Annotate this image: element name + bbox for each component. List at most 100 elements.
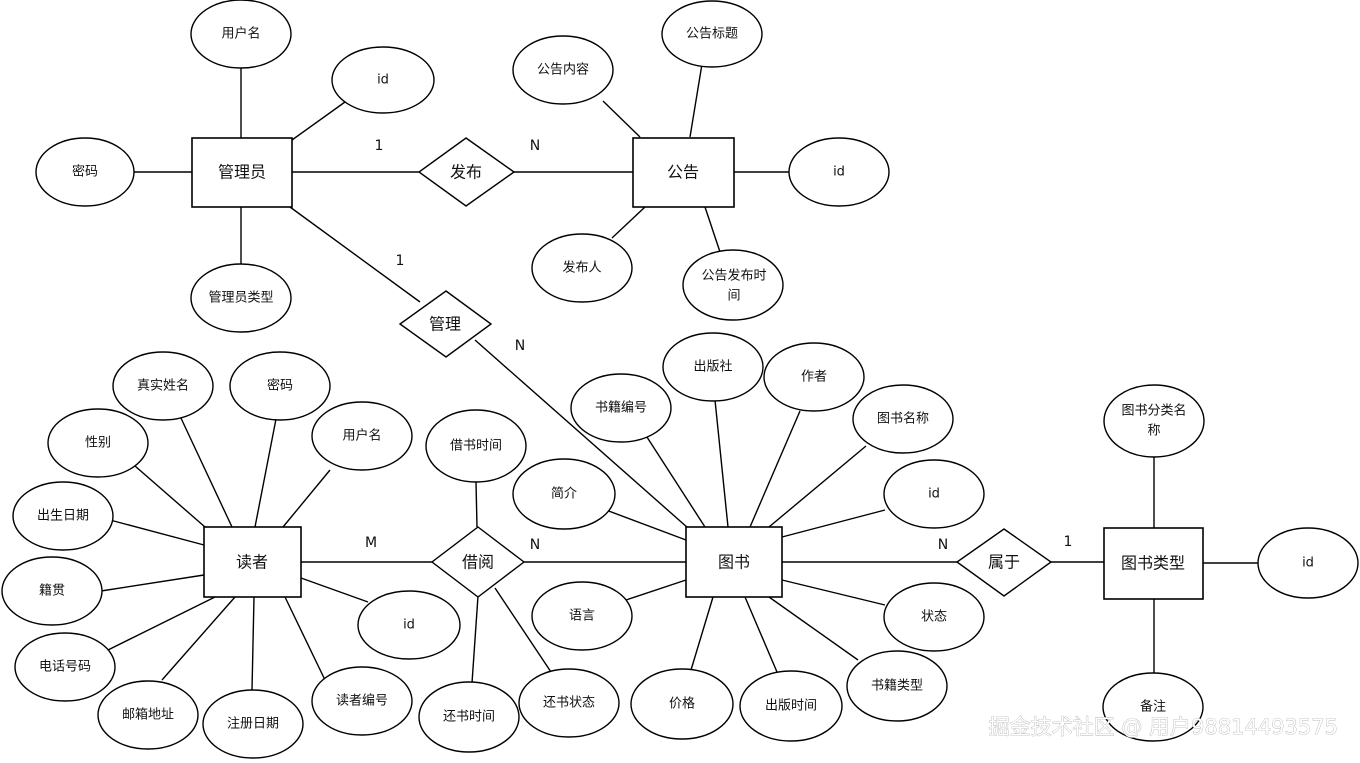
attr-reader-native (1, 556, 103, 626)
relationship-borrow: 借阅 (462, 553, 494, 572)
attr-label: id (833, 165, 845, 180)
attr-book-no (570, 373, 672, 443)
attr-label: 邮箱地址 (122, 707, 174, 723)
attr-label: 书籍编号 (595, 400, 647, 416)
attr-reader-realname (112, 351, 214, 421)
cardinality-label: N (530, 537, 540, 553)
relationship-shapes (398, 137, 1053, 598)
attr-label: 出生日期 (37, 509, 89, 524)
attr-type-remark (1102, 672, 1204, 742)
relationship-publish-diamond (417, 137, 516, 207)
attr-label: 语言 (569, 609, 595, 624)
attr-admin-username (190, 0, 292, 69)
attr-label: 密码 (72, 164, 98, 180)
attr-reader-no (311, 666, 413, 736)
entity-shapes (191, 137, 1204, 600)
attr-label: 作者 (801, 370, 827, 385)
attr-label: 密码 (267, 378, 293, 394)
attr-label: 出版时间 (765, 699, 817, 714)
attr-type-name (1103, 384, 1205, 458)
attr-label: 管理员类型 (208, 291, 273, 306)
attr-label: 用户名 (342, 428, 381, 444)
cardinality-label: M (365, 535, 377, 551)
attr-label: 读者编号 (336, 694, 388, 709)
relationship-manage-diamond (398, 290, 493, 358)
attr-label: 书籍类型 (871, 678, 923, 694)
entity-reader: 读者 (236, 553, 268, 572)
attr-label-line2: 间 (727, 289, 740, 304)
attr-label: 价格 (669, 696, 695, 712)
entity-admin-box (191, 137, 293, 208)
attr-type-id (1257, 527, 1359, 599)
attr-label: id (403, 618, 415, 633)
attr-reader-phone (14, 632, 116, 702)
attr-label-line2: 称 (1147, 424, 1160, 439)
attr-label: 状态 (921, 610, 947, 625)
attr-label: 还书时间 (443, 710, 495, 725)
cardinality-label: 1 (375, 138, 384, 154)
attr-reader-email (97, 680, 199, 750)
attr-notice-id (788, 137, 890, 207)
entity-notice: 公告 (667, 163, 699, 182)
attr-book-language (531, 581, 633, 651)
attr-label: 发布人 (562, 260, 601, 276)
attr-label: 借书时间 (450, 439, 502, 454)
cardinality-label: N (515, 338, 525, 354)
attr-label: id (1302, 556, 1314, 571)
attr-book-intro (512, 458, 616, 530)
attr-book-author (763, 342, 865, 412)
attr-label: id (928, 487, 940, 502)
relationship-belong: 属于 (988, 553, 1020, 572)
attr-admin-password (35, 137, 135, 207)
entity-admin: 管理员 (218, 163, 266, 182)
attr-label-line1: 图书分类名 (1121, 403, 1186, 419)
attr-book-price (630, 668, 734, 740)
entity-book-type-box (1103, 527, 1204, 600)
entity-reader-box (203, 526, 302, 598)
attr-notice-title (661, 0, 763, 68)
attr-label: 图书名称 (877, 411, 929, 427)
attr-reader-regdate (202, 689, 304, 759)
attr-label: 用户名 (221, 26, 260, 42)
cardinality-label: 1 (396, 253, 405, 269)
attr-reader-gender (47, 408, 149, 478)
attr-label: 公告内容 (537, 62, 589, 78)
attr-notice-time (682, 249, 784, 321)
attr-book-id (883, 459, 985, 529)
cardinality-label: N (938, 537, 948, 553)
attr-label: 出版社 (693, 359, 732, 375)
entity-book: 图书 (718, 553, 750, 572)
attr-admin-id (331, 46, 435, 114)
entity-book-type: 图书类型 (1121, 554, 1185, 573)
attr-book-pubdate (739, 670, 843, 742)
attr-admin-type (190, 263, 292, 333)
attr-label: 注册日期 (227, 717, 279, 732)
entity-book-box (685, 526, 783, 598)
attr-label: 真实姓名 (137, 378, 189, 394)
attr-label: 备注 (1140, 699, 1166, 715)
attr-label-line1: 公告发布时 (701, 268, 766, 284)
attr-book-publisher (662, 332, 764, 402)
attr-notice-content (512, 35, 614, 105)
entity-notice-box (632, 137, 735, 208)
relationship-manage: 管理 (429, 315, 461, 334)
attr-borrow-time (425, 409, 527, 483)
attr-book-status (883, 582, 985, 652)
relationship-borrow-diamond (430, 526, 526, 598)
attr-label: 电话号码 (39, 660, 91, 675)
cardinality-label: N (530, 138, 540, 154)
attr-return-status (518, 668, 620, 738)
attr-label: id (377, 73, 389, 88)
cardinality-label: 1 (1064, 534, 1073, 550)
attr-reader-birthday (12, 481, 114, 551)
watermark-text: 掘金技术社区 @ 用户98814493575 (989, 715, 1338, 739)
attr-label: 还书状态 (543, 696, 595, 711)
attr-return-time (418, 681, 520, 753)
attr-book-name (852, 384, 954, 454)
attr-label: 籍贯 (39, 583, 65, 599)
attr-reader-username (311, 401, 413, 471)
attr-label: 简介 (551, 486, 577, 502)
relationship-publish: 发布 (450, 163, 482, 182)
